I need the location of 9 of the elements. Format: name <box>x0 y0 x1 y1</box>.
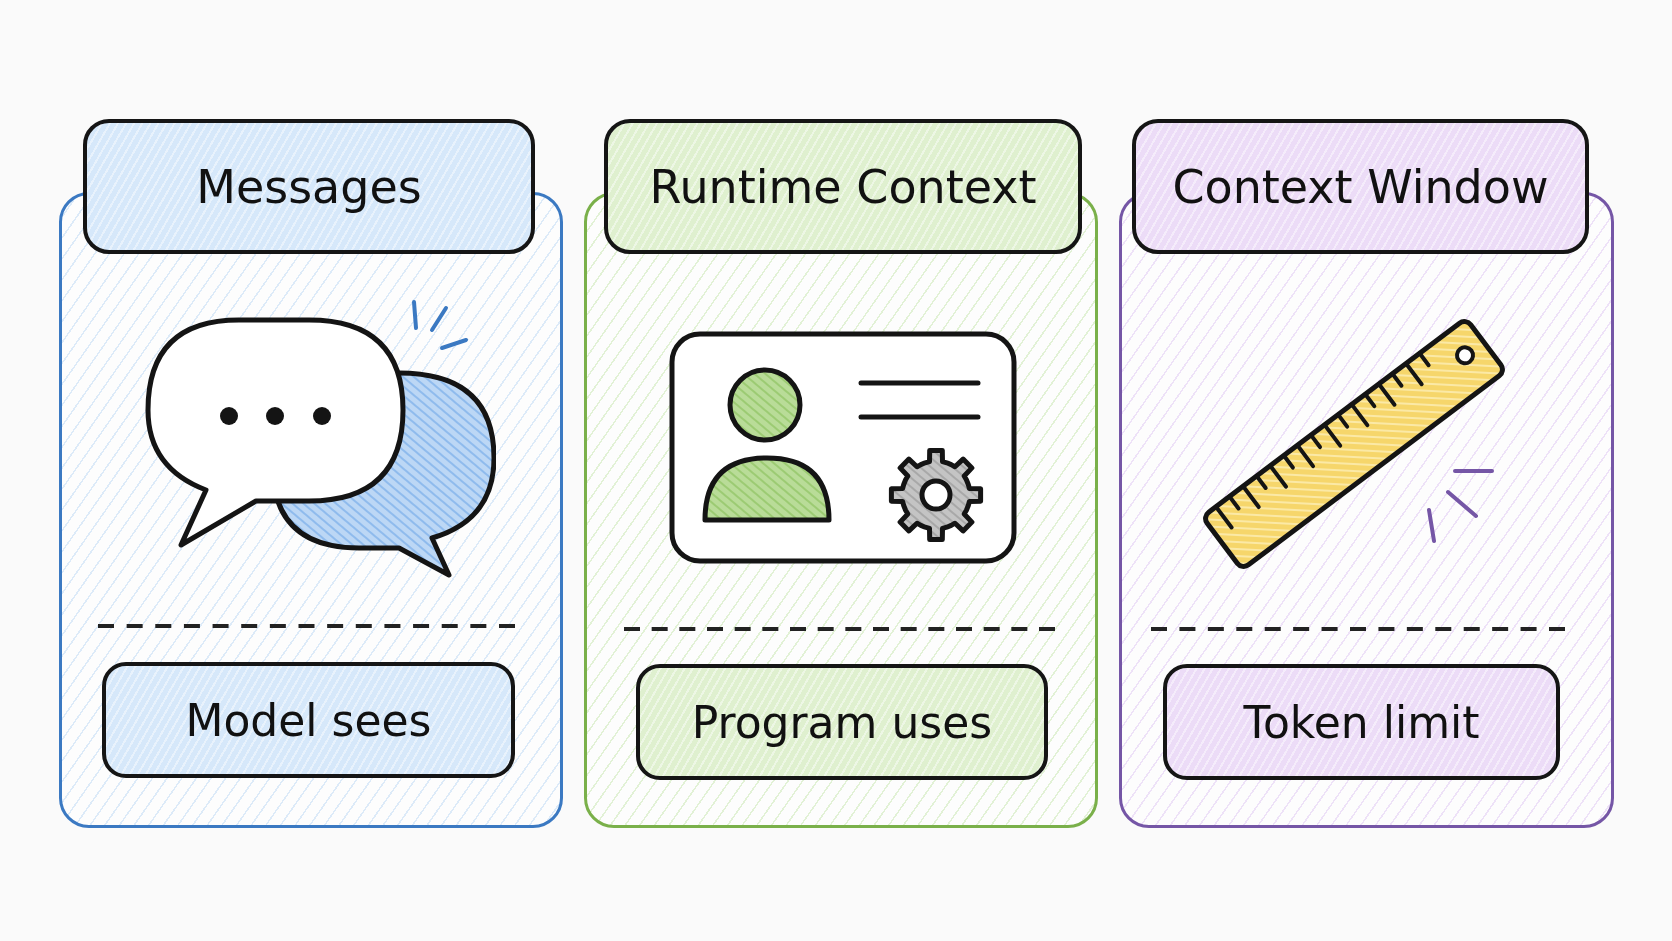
card-panel <box>1119 119 1614 828</box>
footer-label: Model sees <box>102 662 515 778</box>
card-panel <box>59 119 563 828</box>
footer-label: Program uses <box>636 664 1048 780</box>
title-tab: Messages <box>83 119 535 254</box>
title-tab: Runtime Context <box>604 119 1082 254</box>
card-panel <box>584 119 1098 828</box>
footer-label: Token limit <box>1163 664 1560 780</box>
title-tab: Context Window <box>1132 119 1589 254</box>
